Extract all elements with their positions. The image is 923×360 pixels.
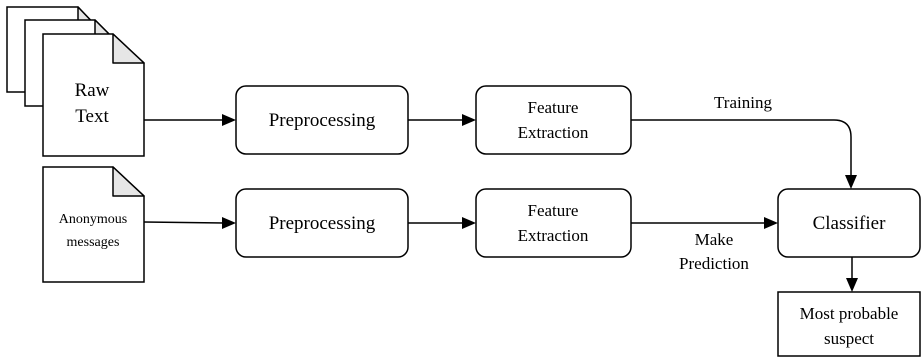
- preprocessing-bottom-box: Preprocessing: [235, 188, 409, 258]
- edge-classifier-to-suspect: [846, 257, 858, 292]
- feature-extraction-top-label-line2: Extraction: [518, 123, 589, 142]
- preprocessing-top-label: Preprocessing: [269, 110, 376, 131]
- edge-training: Training: [631, 93, 857, 189]
- anonymous-messages-document: Anonymous messages: [42, 166, 145, 283]
- classifier-box: Classifier: [777, 188, 921, 258]
- preprocessing-bottom-label: Preprocessing: [269, 213, 376, 234]
- edge-anonymous-messages-to-preprocessing: [143, 217, 236, 229]
- raw-text-label-line1: Raw: [75, 80, 110, 101]
- most-probable-suspect-box: Most probable suspect: [777, 291, 921, 357]
- feature-extraction-bottom-label-line2: Extraction: [518, 226, 589, 245]
- edge-preprocessing-to-feature-extraction-bottom: [408, 217, 476, 229]
- edge-raw-text-to-preprocessing: [144, 114, 236, 126]
- raw-text-label-line2: Text: [75, 106, 109, 127]
- edge-make-prediction: Make Prediction: [631, 217, 778, 273]
- classifier-label: Classifier: [813, 213, 886, 234]
- feature-extraction-top-label-line1: Feature: [528, 98, 579, 117]
- make-prediction-edge-label-line1: Make: [695, 230, 734, 249]
- most-probable-suspect-label-line2: suspect: [824, 329, 874, 348]
- anonymous-messages-label-line1: Anonymous: [59, 212, 127, 227]
- most-probable-suspect-label-line1: Most probable: [800, 304, 899, 323]
- raw-text-document-stack: Raw Text: [6, 6, 145, 157]
- preprocessing-top-box: Preprocessing: [235, 85, 409, 155]
- feature-extraction-bottom-box: Feature Extraction: [475, 188, 632, 258]
- training-edge-label: Training: [714, 93, 772, 112]
- edge-preprocessing-to-feature-extraction-top: [408, 114, 476, 126]
- feature-extraction-bottom-label-line1: Feature: [528, 201, 579, 220]
- feature-extraction-top-box: Feature Extraction: [475, 85, 632, 155]
- make-prediction-edge-label-line2: Prediction: [679, 254, 749, 273]
- anonymous-messages-label-line2: messages: [67, 235, 120, 250]
